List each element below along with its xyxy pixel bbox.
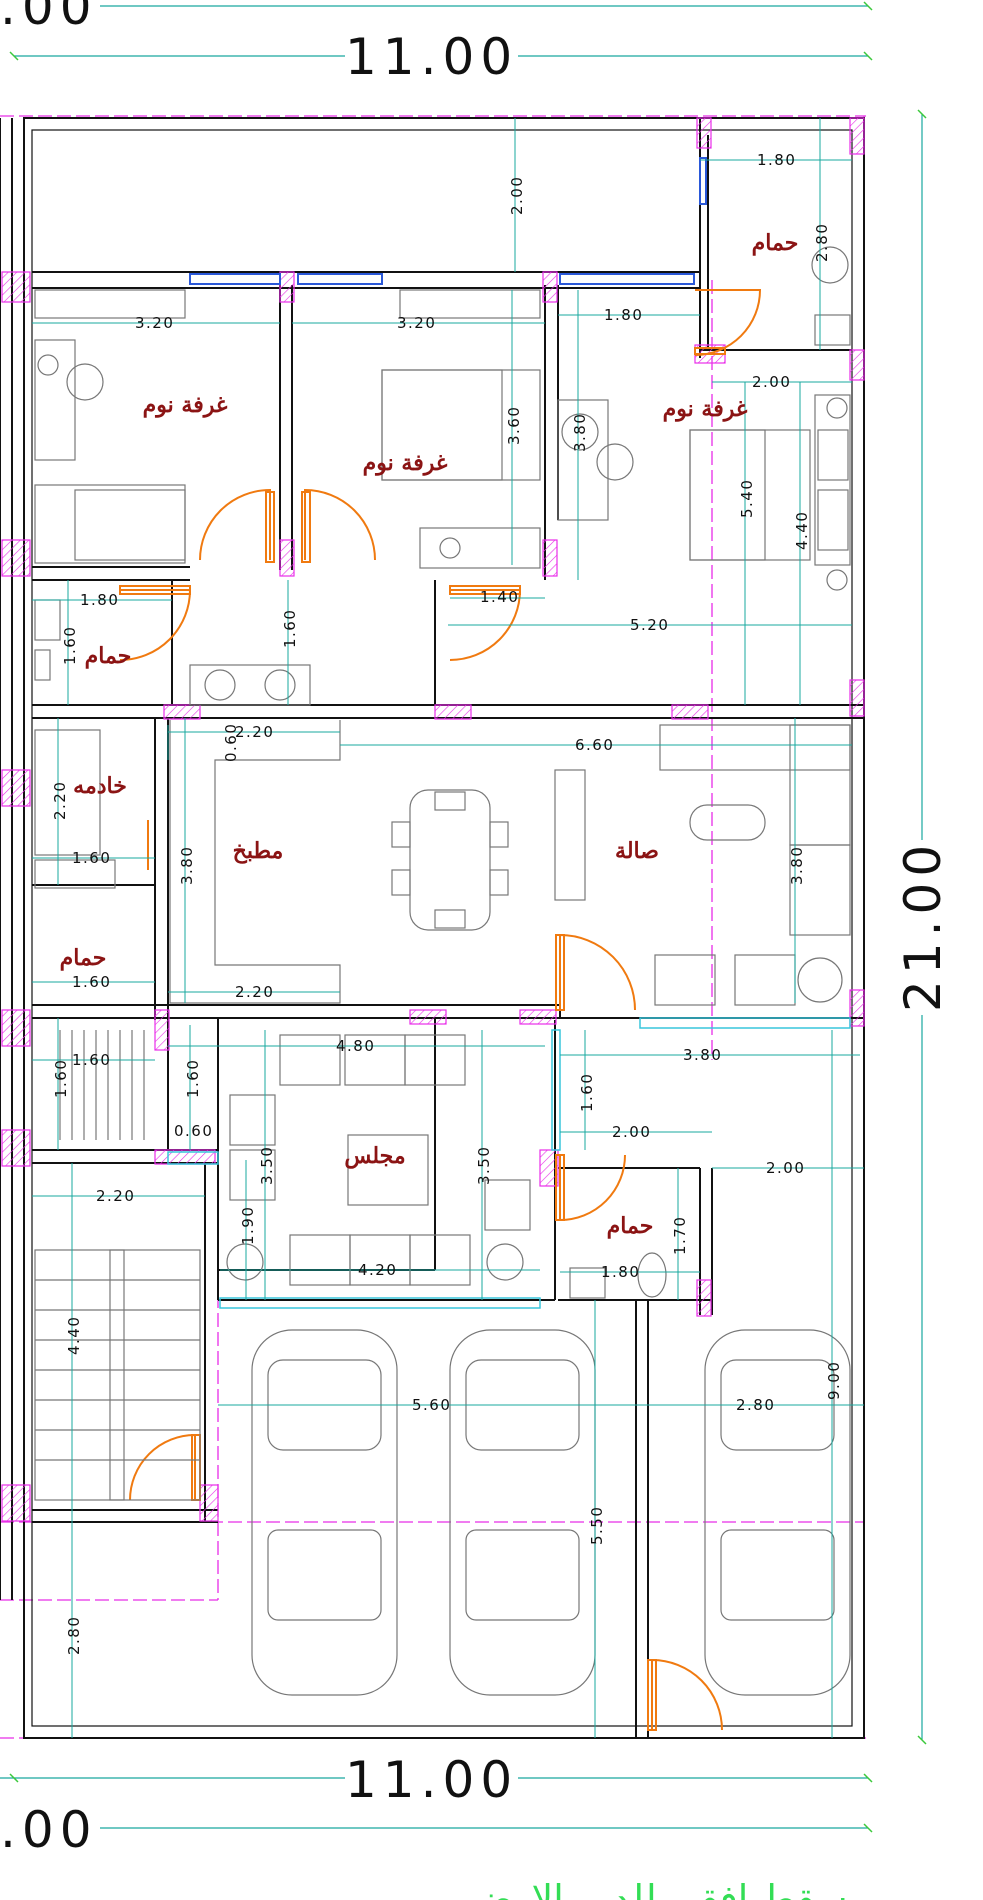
room-label-bath-left: حمام (85, 643, 132, 669)
room-label-kitchen: مطبخ (233, 838, 284, 864)
dim-label: 2.20 (96, 1187, 135, 1205)
dim-label: 3.80 (178, 846, 196, 885)
interior-dimension-lines (32, 118, 864, 1738)
room-label-living: صالة (615, 838, 659, 864)
dim-label: 1.60 (72, 849, 111, 867)
dim-label: 3.80 (788, 846, 806, 885)
dim-label: 1.70 (671, 1216, 689, 1255)
room-label-bedroom-1: غرفة نوم (143, 392, 228, 418)
dim-label: 2.80 (813, 223, 831, 262)
room-label-majlis: مجلس (344, 1143, 405, 1169)
dim-label: 3.80 (571, 413, 589, 452)
dim-label: 5.20 (630, 616, 669, 634)
dim-label: 5.60 (412, 1396, 451, 1414)
dim-label: 4.40 (65, 1316, 83, 1355)
top-total-dimension: 11.00 (345, 28, 518, 86)
furniture (34, 246, 851, 1696)
dim-label: 0.60 (222, 723, 240, 762)
room-label-bath-maid: حمام (60, 945, 107, 971)
drawing-title: مسقط افقي للدور الارضي (449, 1877, 870, 1900)
dim-label: 1.80 (757, 151, 796, 169)
dim-label: 3.80 (683, 1046, 722, 1064)
dimension-labels: 2.00 1.80 2.80 3.20 3.20 1.80 2.00 3.60 … (51, 151, 843, 1655)
dim-label: 9.00 (825, 1361, 843, 1400)
top-dimension-lines (0, 5, 923, 1829)
dim-label: 2.80 (736, 1396, 775, 1414)
dim-label: 4.40 (793, 511, 811, 550)
room-label-bedroom-3: غرفة نوم (663, 396, 748, 422)
dim-label: 3.50 (258, 1146, 276, 1185)
dim-label: 3.50 (475, 1146, 493, 1185)
room-label-bedroom-2: غرفة نوم (363, 450, 448, 476)
car-2 (449, 1329, 596, 1696)
dim-label: 4.20 (358, 1261, 397, 1279)
dimension-end-ticks (9, 1, 927, 1833)
bottom-partial-dimension: .00 (0, 1801, 98, 1859)
right-total-dimension: 21.00 (894, 839, 952, 1012)
dim-label: 1.80 (80, 591, 119, 609)
dim-label: 3.20 (135, 314, 174, 332)
dim-label: 2.00 (752, 373, 791, 391)
dim-label: 1.80 (601, 1263, 640, 1281)
bottom-total-dimension: 11.00 (345, 1751, 518, 1809)
dim-label: 2.20 (51, 781, 69, 820)
dim-label: 1.80 (604, 306, 643, 324)
structural-columns (1, 117, 865, 1522)
dim-label: 1.60 (184, 1059, 202, 1098)
dim-label: 5.40 (738, 479, 756, 518)
car-1 (251, 1329, 398, 1696)
dim-label: 2.20 (235, 723, 274, 741)
dim-label: 2.00 (766, 1159, 805, 1177)
dim-label: 0.60 (174, 1122, 213, 1140)
dim-label: 1.40 (480, 588, 519, 606)
top-partial-dimension: .00 (0, 0, 98, 36)
room-label-bath-top: حمام (752, 230, 799, 256)
dim-label: 2.00 (508, 176, 526, 215)
dim-label: 1.60 (52, 1059, 70, 1098)
dim-label: 1.60 (281, 609, 299, 648)
dim-label: 2.20 (235, 983, 274, 1001)
dim-label: 1.90 (239, 1206, 257, 1245)
dim-label: 1.60 (61, 626, 79, 665)
room-label-maid: خادمه (73, 773, 127, 799)
dim-label: 4.80 (336, 1037, 375, 1055)
glass-partitions (167, 1017, 851, 1309)
dim-label: 2.80 (65, 1616, 83, 1655)
dim-label: 1.60 (72, 973, 111, 991)
dim-label: 1.60 (578, 1073, 596, 1112)
dim-label: 5.50 (588, 1506, 606, 1545)
dim-label: 2.00 (612, 1123, 651, 1141)
room-label-bath-guest: حمام (607, 1213, 654, 1239)
dim-label: 6.60 (575, 736, 614, 754)
dim-label: 1.60 (72, 1051, 111, 1069)
windows (119, 157, 707, 592)
dim-label: 3.20 (397, 314, 436, 332)
dim-label: 3.60 (505, 406, 523, 445)
